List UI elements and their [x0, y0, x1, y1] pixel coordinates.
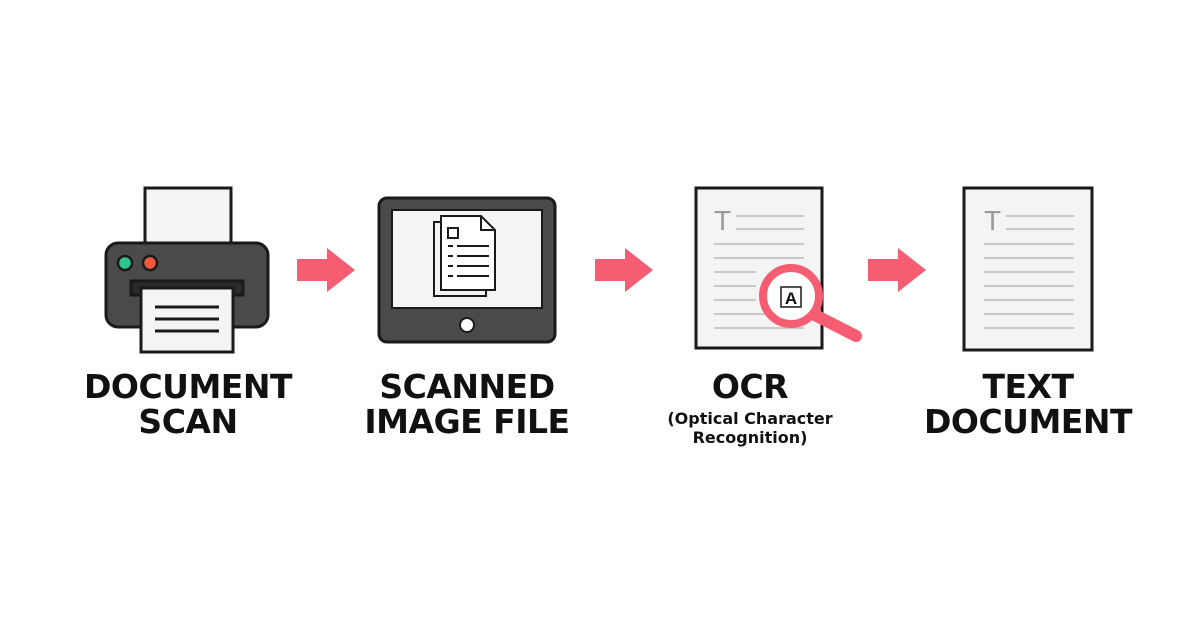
tablet-icon: [377, 196, 557, 344]
step-title: SCANNED IMAGE FILE: [364, 367, 570, 441]
step-title: TEXT DOCUMENT: [924, 367, 1132, 441]
step-label-text-document: TEXT DOCUMENT: [915, 367, 1141, 441]
step-title: OCR: [711, 367, 789, 406]
arrow-right-icon: [868, 248, 926, 292]
arrow-right-icon: [595, 248, 653, 292]
doc-letter: T: [984, 205, 1001, 236]
step-label-ocr: OCR (Optical Character Recognition): [650, 367, 850, 447]
arrow-right-icon: [297, 248, 355, 292]
doc-letter: T: [714, 205, 731, 236]
ocr-magnifier-icon: T A: [694, 186, 862, 350]
step-subtitle: (Optical Character Recognition): [667, 408, 833, 447]
step-title: DOCUMENT SCAN: [84, 367, 292, 441]
text-document-icon: T: [962, 186, 1094, 352]
ocr-glyph: A: [785, 289, 797, 308]
printer-icon: [104, 186, 270, 354]
step-label-scanned-image-file: SCANNED IMAGE FILE: [357, 367, 577, 441]
step-label-document-scan: DOCUMENT SCAN: [68, 367, 308, 441]
